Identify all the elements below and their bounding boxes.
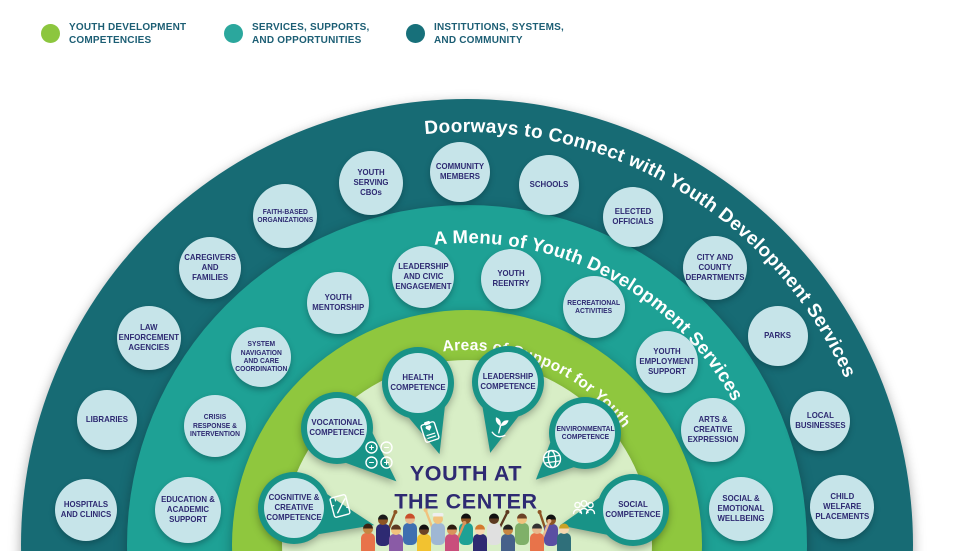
node-hospitals-and-clinics: HOSPITALS AND CLINICS <box>55 479 117 541</box>
node-schools: SCHOOLS <box>519 155 579 215</box>
legend-item-competencies: YOUTH DEVELOPMENT COMPETENCIES <box>41 21 186 47</box>
legend-line: INSTITUTIONS, SYSTEMS, <box>434 22 564 33</box>
petal-label-social-competence: SOCIAL COMPETENCE <box>603 480 663 540</box>
node-youth-serving-cbos: YOUTH SERVING CBOs <box>339 151 403 215</box>
node-city-and-county-departments: CITY AND COUNTY DEPARTMENTS <box>683 236 747 300</box>
careers-grid-icon <box>365 441 393 469</box>
node-youth-reentry: YOUTH REENTRY <box>481 249 541 309</box>
node-faith-based-organizations: FAITH-BASED ORGANIZATIONS <box>253 184 317 248</box>
node-education-academic-support: EDUCATION & ACADEMIC SUPPORT <box>155 477 221 543</box>
legend-label: INSTITUTIONS, SYSTEMS, AND COMMUNITY <box>434 21 564 47</box>
center-title: YOUTH AT THE CENTER <box>394 460 537 517</box>
node-law-enforcement-agencies: LAW ENFORCEMENT AGENCIES <box>117 306 181 370</box>
node-arts-creative-expression: ARTS & CREATIVE EXPRESSION <box>681 398 745 462</box>
node-leadership-civic-engagement: LEADERSHIP AND CIVIC ENGAGEMENT <box>392 246 454 308</box>
legend-line: AND OPPORTUNITIES <box>252 35 362 46</box>
center-title-line2: THE CENTER <box>394 490 538 514</box>
node-system-navigation-care-coordination: SYSTEM NAVIGATION AND CARE COORDINATION <box>231 327 291 387</box>
legend-line: YOUTH DEVELOPMENT <box>69 22 187 33</box>
node-caregivers-and-families: CAREGIVERS AND FAMILIES <box>179 237 241 299</box>
legend-line: SERVICES, SUPPORTS, <box>252 22 370 33</box>
node-libraries: LIBRARIES <box>77 390 137 450</box>
green-dot-icon <box>41 24 60 43</box>
center-title-line1: YOUTH AT <box>409 461 523 486</box>
petal-label-environmental-competence: ENVIRONMENTAL COMPETENCE <box>555 403 615 463</box>
node-elected-officials: ELECTED OFFICIALS <box>603 187 663 247</box>
people-group-icon <box>572 499 596 515</box>
legend-item-institutions: INSTITUTIONS, SYSTEMS, AND COMMUNITY <box>406 21 564 47</box>
petal-label-leadership-competence: LEADERSHIP COMPETENCE <box>478 352 538 412</box>
petal-label-vocational-competence: VOCATIONAL COMPETENCE <box>307 398 367 458</box>
legend-item-services: SERVICES, SUPPORTS, AND OPPORTUNITIES <box>224 21 370 47</box>
petal-label-cognitive-creative-competence: COGNITIVE & CREATIVE COMPETENCE <box>264 478 324 538</box>
sprout-hand-icon <box>491 417 509 438</box>
legend-label: YOUTH DEVELOPMENT COMPETENCIES <box>69 21 186 47</box>
petal-label-health-competence: HEALTH COMPETENCE <box>388 353 448 413</box>
node-youth-mentorship: YOUTH MENTORSHIP <box>307 272 369 334</box>
concentric-rings <box>21 99 913 551</box>
node-local-businesses: LOCAL BUSINESSES <box>790 391 850 451</box>
node-social-emotional-wellbeing: SOCIAL & EMOTIONAL WELLBEING <box>709 477 773 541</box>
node-community-members: COMMUNITY MEMBERS <box>430 142 490 202</box>
globe-icon <box>542 449 562 469</box>
node-child-welfare-placements: CHILD WELFARE PLACEMENTS <box>810 475 874 539</box>
clipboard-heart-icon <box>420 420 440 443</box>
node-youth-employment-support: YOUTH EMPLOYMENT SUPPORT <box>636 331 698 393</box>
node-crisis-response-intervention: CRISIS RESPONSE & INTERVENTION <box>184 395 246 457</box>
people-illustration <box>361 508 571 551</box>
legend-label: SERVICES, SUPPORTS, AND OPPORTUNITIES <box>252 21 370 47</box>
node-parks: PARKS <box>748 306 808 366</box>
dark-teal-dot-icon <box>406 24 425 43</box>
paintbrush-card-icon <box>329 494 351 518</box>
teal-dot-icon <box>224 24 243 43</box>
legend-line: COMPETENCIES <box>69 35 152 46</box>
node-recreational-activities: RECREATIONAL ACTIVITIES <box>563 276 625 338</box>
legend-line: AND COMMUNITY <box>434 35 523 46</box>
